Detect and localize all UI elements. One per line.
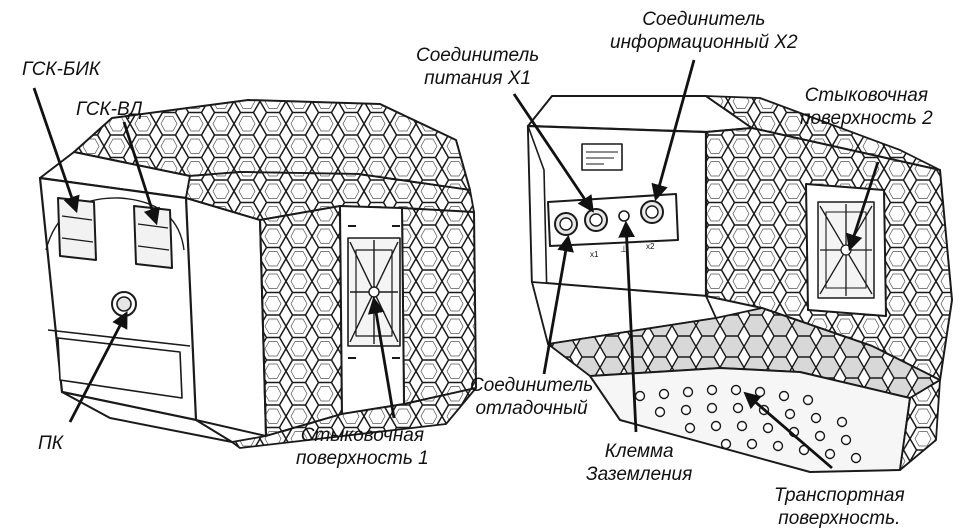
connector-mark-x1: x1 [590,250,599,259]
label-transport-surface-line2: поверхность. [778,508,901,529]
left-device [38,99,477,449]
label-docking-surface-2: Стыковочная поверхность 2 [800,84,933,130]
label-docking-surface-1: Стыковочная поверхность 1 [296,424,429,470]
label-debug-connector: Соединитель отладочный [470,374,593,420]
label-info-connector: Соединитель информационный X2 [610,8,798,54]
docking-surface-2-plate [805,183,887,317]
label-gsk-vd: ГСК-ВД [76,99,143,120]
label-info-connector-line1: Соединитель [642,9,766,30]
nameplate [581,143,623,171]
label-docking-surface-2-line2: поверхность 2 [800,108,933,129]
gsk-bik-window [57,197,97,261]
label-power-connector-line2: питания X1 [424,68,532,89]
pk-port [111,291,137,317]
left-device-side-panel [259,205,343,437]
right-device: x1 ⊥ x2 [526,95,953,473]
ground-terminal [618,210,630,222]
label-debug-connector-line2: отладочный [475,398,588,419]
label-docking-surface-1-line2: поверхность 1 [296,448,429,469]
callout-arrows [32,59,880,470]
left-device-bottom-strip [231,387,477,449]
label-info-connector-line2: информационный X2 [610,32,798,53]
label-transport-surface-line1: Транспортная [774,485,905,506]
connector-mark-ground: ⊥ [620,244,628,254]
label-docking-surface-1-line1: Стыковочная [300,425,424,446]
label-ground-terminal-line2: Заземления [586,464,693,485]
label-ground-terminal-line1: Клемма [604,441,674,462]
label-pk: ПК [38,433,63,454]
connector-mark-x2: x2 [646,242,655,251]
docking-surface-1-plate [339,205,405,415]
label-docking-surface-2-line1: Стыковочная [804,85,928,106]
label-power-connector: Соединитель питания X1 [416,44,539,90]
label-ground-terminal: Клемма Заземления [586,440,692,486]
label-transport-surface: Транспортная поверхность. [774,484,905,530]
label-power-connector-line1: Соединитель [416,45,540,66]
right-device-side-wall [705,95,941,171]
label-debug-connector-line1: Соединитель [470,375,594,396]
label-gsk-bik: ГСК-БИК [22,59,101,80]
